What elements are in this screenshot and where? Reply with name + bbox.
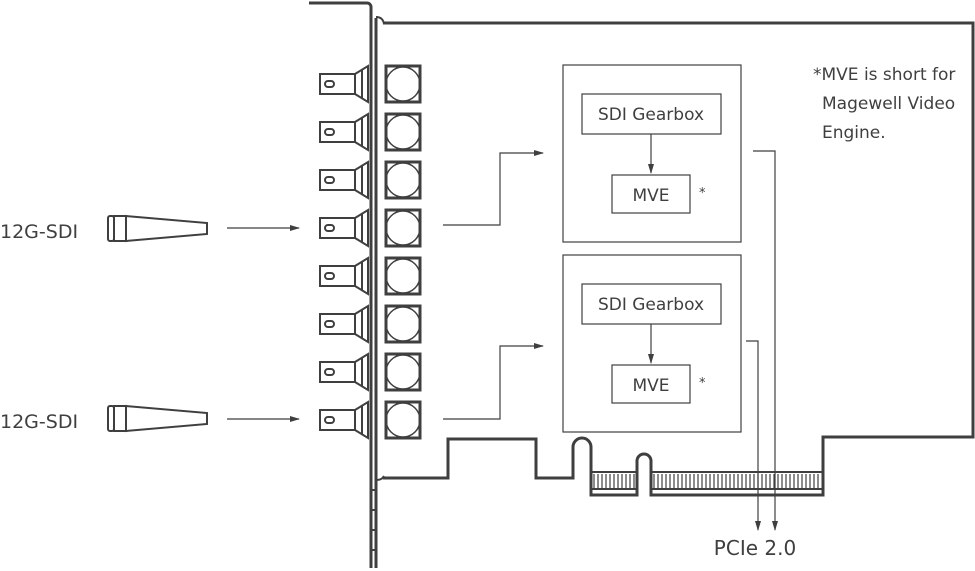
processing-block-2: SDI Gearbox MVE * — [562, 254, 742, 433]
processing-block-1: SDI Gearbox MVE * — [562, 64, 742, 243]
input-label-1: 12G-SDI — [0, 221, 78, 243]
mounting-bracket — [309, 1, 385, 568]
mve-label-2: MVE — [632, 376, 669, 396]
footnote-line-2: Magewell Video — [822, 94, 955, 114]
mve-box-1 — [611, 174, 691, 214]
bnc-port — [319, 256, 422, 296]
sdi-gearbox-label-2: SDI Gearbox — [598, 295, 704, 315]
route-port-to-block-2 — [443, 343, 544, 420]
sdi-input-2: 12G-SDI — [0, 404, 300, 433]
footnote-line-3: Engine. — [822, 123, 886, 143]
bnc-port — [319, 400, 422, 440]
footnote-line-1: *MVE is short for — [813, 65, 955, 85]
sdi-gearbox-label-1: SDI Gearbox — [598, 105, 704, 125]
pcie-edge-connector — [590, 471, 824, 496]
input-label-2: 12G-SDI — [0, 411, 78, 433]
bnc-port — [319, 208, 422, 248]
bnc-port-stack — [319, 64, 422, 440]
route-block-1-to-pcie — [753, 150, 778, 531]
mve-box-2 — [611, 364, 691, 404]
route-port-to-block-1 — [443, 150, 544, 226]
mve-note-mark-2: * — [699, 376, 706, 391]
bnc-port — [319, 112, 422, 152]
route-block-2-to-pcie — [746, 340, 761, 531]
bnc-port — [319, 352, 422, 392]
mve-label-1: MVE — [632, 186, 669, 206]
bnc-cable-icon — [107, 214, 208, 243]
bnc-port — [319, 160, 422, 200]
bnc-port — [319, 304, 422, 344]
mve-note-mark-1: * — [699, 186, 706, 201]
bnc-port — [319, 64, 422, 104]
bnc-cable-icon — [107, 404, 208, 433]
pcie-label: PCIe 2.0 — [714, 536, 796, 560]
sdi-input-1: 12G-SDI — [0, 214, 300, 243]
footnote: *MVE is short for Magewell Video Engine. — [813, 65, 955, 143]
